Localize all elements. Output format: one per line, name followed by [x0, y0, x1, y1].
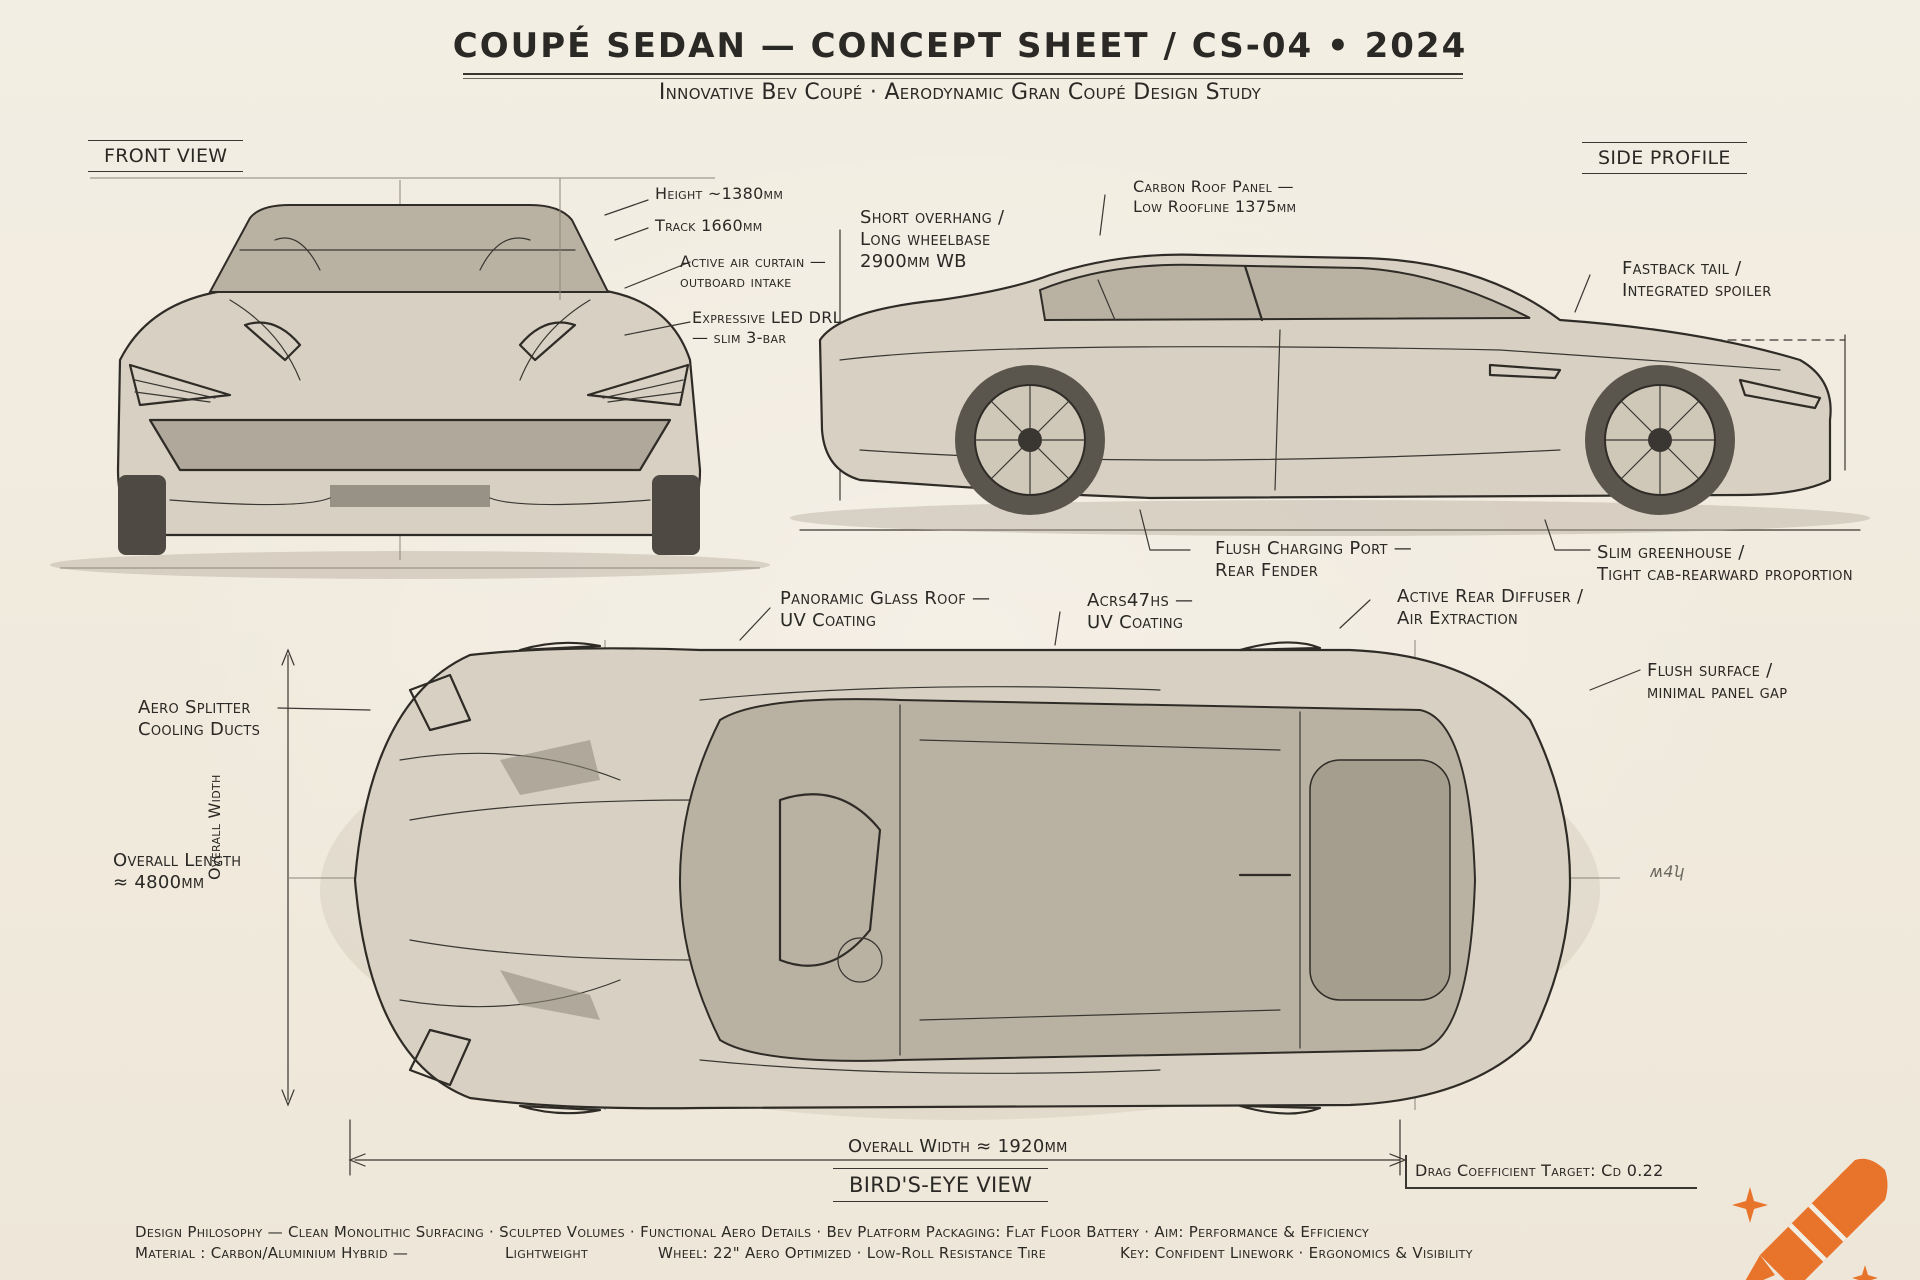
note-fastback: Fastback tail / Integrated spoiler	[1622, 258, 1772, 301]
note-overall-width: Overall Width ≈ 1920mm	[848, 1136, 1068, 1157]
sketch-mark: ʍ4ʮ	[1650, 862, 1684, 881]
note-carbon-roof: Carbon Roof Panel — Low Roofline 1375mm	[1133, 177, 1297, 216]
footer-philosophy: Design Philosophy — Clean Monolithic Sur…	[135, 1223, 1370, 1241]
note-flush-surface: Flush surface / minimal panel gap	[1647, 660, 1788, 703]
front-view-label: FRONT VIEW	[88, 140, 244, 172]
crayon-sparkle-icon	[1732, 1158, 1888, 1280]
note-greenhouse: Slim greenhouse / Tight cab-rearward pro…	[1597, 542, 1853, 585]
sheet-subtitle: Innovative Bev Coupé · Aerodynamic Gran …	[658, 80, 1262, 105]
title-rule-secondary	[463, 78, 1463, 79]
birds-eye-view-label: BIRD'S-EYE VIEW	[833, 1168, 1049, 1202]
footer-wheel: Wheel: 22" Aero Optimized · Low-Roll Res…	[658, 1244, 1046, 1262]
drag-coefficient-box	[1405, 1155, 1697, 1189]
footer-key: Key: Confident Linework · Ergonomics & V…	[1120, 1244, 1473, 1262]
front-view-car	[50, 177, 770, 579]
note-overall-length: Overall Length ≈ 4800mm	[113, 850, 242, 893]
side-profile-car	[790, 229, 1870, 536]
annotation-leaders	[277, 194, 1641, 711]
footer-lightweight: Lightweight	[505, 1244, 589, 1262]
birds-eye-car	[281, 640, 1620, 1176]
note-drl: Expressive LED DRL — slim 3-bar	[692, 308, 842, 347]
note-acrs: Acrs47hs — UV Coating	[1087, 590, 1194, 633]
note-track: Track 1660mm	[655, 216, 763, 235]
side-profile-label: SIDE PROFILE	[1582, 142, 1747, 174]
note-height: Height ~1380mm	[655, 184, 784, 203]
note-rear-diffuser: Active Rear Diffuser / Air Extraction	[1397, 586, 1584, 629]
note-overall-width-vertical: Overall Width	[205, 774, 224, 880]
note-overhang: Short overhang / Long wheelbase 2900mm W…	[860, 207, 1005, 272]
note-drag-coefficient: Drag Coefficient Target: Cd 0.22	[1415, 1161, 1664, 1180]
note-air-curtain: Active air curtain — outboard intake	[680, 252, 827, 291]
sheet-title: COUPÉ SEDAN — CONCEPT SHEET / CS-04 • 20…	[452, 26, 1468, 66]
footer-material: Material : Carbon/Aluminium Hybrid —	[135, 1244, 409, 1262]
note-charging-port: Flush Charging Port — Rear Fender	[1215, 538, 1413, 581]
title-rule	[463, 73, 1463, 75]
note-aero-splitter: Aero Splitter Cooling Ducts	[138, 697, 261, 740]
note-panoramic-roof: Panoramic Glass Roof — UV Coating	[780, 588, 991, 631]
